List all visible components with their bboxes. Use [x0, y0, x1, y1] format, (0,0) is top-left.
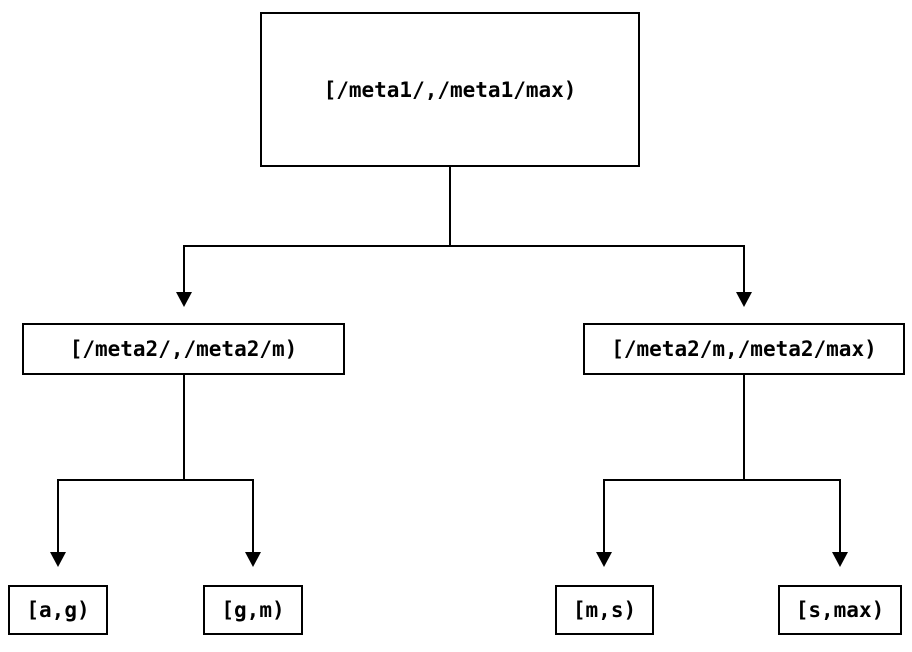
- arrowhead-down-icon: [596, 552, 612, 567]
- edge-left-stem: [183, 375, 185, 481]
- edge-left-rail: [57, 479, 254, 481]
- arrowhead-down-icon: [50, 552, 66, 567]
- node-leaf-smax-label: [s,max): [795, 598, 885, 622]
- node-leaf-smax: [s,max): [778, 585, 902, 635]
- edge-right-to-leaf-smax: [839, 479, 841, 553]
- arrowhead-down-icon: [736, 292, 752, 307]
- node-leaf-ag: [a,g): [8, 585, 108, 635]
- edge-root-stem: [449, 167, 451, 247]
- edge-left-to-leaf-gm: [252, 479, 254, 553]
- node-root-interval: [/meta1/,/meta1/max): [260, 12, 640, 167]
- edge-left-to-leaf-ag: [57, 479, 59, 553]
- node-leaf-ag-label: [a,g): [26, 598, 90, 622]
- arrowhead-down-icon: [176, 292, 192, 307]
- node-root-label: [/meta1/,/meta1/max): [323, 77, 577, 102]
- node-leaf-gm: [g,m): [203, 585, 303, 635]
- edge-right-to-leaf-ms: [603, 479, 605, 553]
- edge-root-to-right: [743, 245, 745, 293]
- edge-right-rail: [603, 479, 841, 481]
- node-left-interval: [/meta2/,/meta2/m): [22, 323, 345, 375]
- node-right-interval: [/meta2/m,/meta2/max): [583, 323, 905, 375]
- node-right-label: [/meta2/m,/meta2/max): [611, 337, 877, 361]
- edge-root-to-left: [183, 245, 185, 293]
- arrowhead-down-icon: [832, 552, 848, 567]
- node-leaf-gm-label: [g,m): [221, 598, 285, 622]
- node-leaf-ms: [m,s): [555, 585, 654, 635]
- arrowhead-down-icon: [245, 552, 261, 567]
- node-left-label: [/meta2/,/meta2/m): [69, 337, 298, 361]
- edge-right-stem: [743, 375, 745, 481]
- node-leaf-ms-label: [m,s): [572, 598, 637, 622]
- edge-root-rail: [183, 245, 745, 247]
